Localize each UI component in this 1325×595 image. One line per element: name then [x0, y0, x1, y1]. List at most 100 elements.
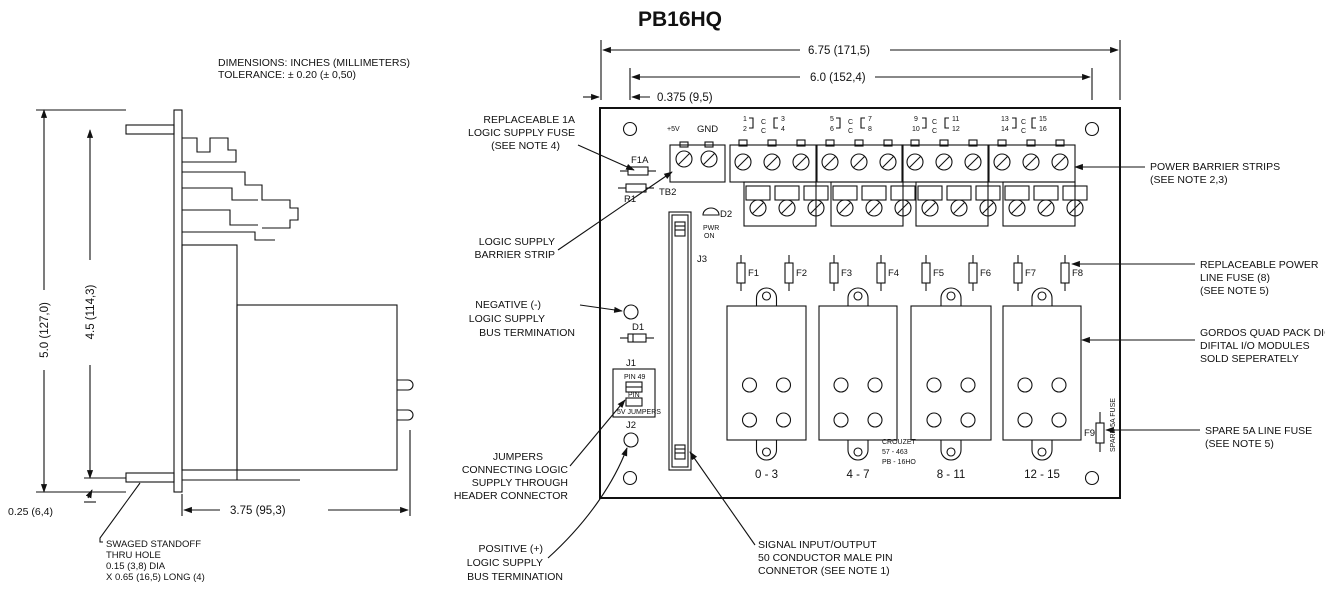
hole-spacing-dimension: 6.0 (152,4)	[810, 72, 866, 84]
power-strip-1	[729, 139, 829, 227]
callout-positive-line-1: POSITIVE (+)	[479, 543, 543, 555]
callout-spare-fuse-line-1: SPARE 5A LINE FUSE	[1205, 425, 1312, 437]
line-fuse-1: F1	[736, 255, 759, 291]
width-dimension: 6.75 (171,5)	[808, 45, 870, 57]
module-terminal	[960, 377, 976, 393]
fuse-label: F6	[980, 268, 991, 279]
module-terminal	[867, 377, 883, 393]
terminal-screw	[964, 153, 982, 171]
spare-fuse-f9	[1095, 412, 1105, 452]
label-spare-fuse-vertical: SPARE 5A FUSE	[1110, 398, 1117, 452]
fuse-label: F7	[1025, 268, 1036, 279]
power-strip-2	[816, 139, 916, 227]
terminal-screw	[850, 153, 868, 171]
svg-text:15: 15	[1039, 116, 1047, 123]
maker-line-1: CROUZET	[882, 439, 917, 446]
power-strip-3	[901, 139, 1001, 227]
line-fuse-6: F6	[968, 255, 991, 291]
svg-text:C: C	[761, 119, 766, 126]
label-j3: J3	[697, 254, 707, 265]
callout-power-barrier-line-1: POWER BARRIER STRIPS	[1150, 161, 1280, 173]
dimension-units-note: DIMENSIONS: INCHES (MILLIMETERS)	[218, 57, 410, 69]
maker-line-2: 57 - 463	[882, 449, 908, 456]
callout-power-barrier-line-2: (SEE NOTE 2,3)	[1150, 174, 1228, 186]
label-5v-jumpers: 5V JUMPERS	[617, 409, 661, 416]
line-fuse-4: F4	[876, 255, 899, 291]
callout-jumpers-line-4: HEADER CONNECTOR	[454, 490, 569, 502]
terminal-screw	[879, 153, 897, 171]
line-fuse-3: F3	[829, 255, 852, 291]
standoff-callout-line-4: X 0.65 (16,5) LONG (4)	[106, 572, 205, 583]
module-range-label: 12 - 15	[1024, 469, 1060, 481]
resistor-r1	[618, 183, 654, 193]
label-f1a: F1A	[631, 155, 649, 166]
callout-jumpers-line-2: CONNECTING LOGIC	[462, 464, 569, 476]
logic-barrier-strip	[669, 141, 726, 183]
label-plus5v: +5V	[667, 126, 680, 133]
io-module-3: 8 - 11	[910, 287, 992, 481]
jumper-block-j1	[612, 368, 656, 418]
callout-logic-barrier-line-1: LOGIC SUPPLY	[479, 236, 555, 248]
board-outline	[599, 107, 1121, 499]
label-j2: J2	[626, 420, 636, 431]
callout-line-fuse-line-1: REPLACEABLE POWER	[1200, 259, 1319, 271]
svg-text:C: C	[1021, 119, 1026, 126]
height-dimension: 5.0 (127,0)	[39, 302, 51, 358]
terminal-screw	[821, 153, 839, 171]
terminal-screw	[1066, 199, 1084, 217]
terminal-screw	[1008, 199, 1026, 217]
module-terminal	[926, 412, 942, 428]
callout-jumpers-line-3: SUPPLY THROUGH	[472, 477, 568, 489]
callout-line-fuse-line-2: LINE FUSE (8)	[1200, 272, 1270, 284]
maker-line-3: PB - 16HO	[882, 459, 916, 466]
label-d1: D1	[632, 322, 644, 333]
module-terminal	[1051, 377, 1067, 393]
standoff-callout-line-3: 0.15 (3,8) DIA	[106, 561, 166, 572]
module-terminal	[775, 412, 792, 428]
module-terminal	[833, 377, 849, 393]
label-gnd: GND	[697, 124, 718, 135]
side-view-module	[236, 304, 398, 471]
svg-text:C: C	[848, 119, 853, 126]
standoff-bottom	[125, 472, 175, 483]
label-tb2: TB2	[659, 187, 676, 198]
module-range-label: 0 - 3	[755, 469, 778, 481]
svg-text:C: C	[848, 128, 853, 135]
module-terminal	[741, 412, 758, 428]
callout-fuse-line-2: LOGIC SUPPLY FUSE	[468, 127, 575, 139]
callout-negative-line-1: NEGATIVE (-)	[475, 299, 541, 311]
svg-text:3: 3	[781, 116, 785, 123]
diode-d1	[620, 333, 654, 343]
callout-positive-line-3: BUS TERMINATION	[467, 571, 563, 583]
callout-logic-barrier-line-2: BARRIER STRIP	[474, 249, 555, 261]
positive-bus-terminal	[623, 432, 639, 448]
terminal-screw	[836, 199, 854, 217]
svg-text:16: 16	[1039, 126, 1047, 133]
terminal-screw	[1037, 199, 1055, 217]
svg-text:4: 4	[781, 126, 785, 133]
terminal-screw	[1051, 153, 1069, 171]
fuse-f1a	[620, 166, 656, 176]
terminal-screw	[979, 199, 997, 217]
svg-text:12: 12	[952, 126, 960, 133]
fuse-label: F3	[841, 268, 852, 279]
side-view: 5.0 (127,0) 4.5 (114,3) 0.25 (6,4) 3.75 …	[8, 109, 414, 543]
drawing-title: PB16HQ	[638, 8, 722, 31]
callout-fuse-line-1: REPLACEABLE 1A	[483, 114, 575, 126]
callout-signal-line-3: CONNETOR (SEE NOTE 1)	[758, 565, 890, 577]
terminal-screw	[749, 199, 767, 217]
callout-line-fuse-line-3: (SEE NOTE 5)	[1200, 285, 1269, 297]
module-terminal	[741, 377, 758, 393]
line-fuse-8: F8	[1060, 255, 1083, 291]
terminal-screw	[807, 199, 825, 217]
standoff-offset-dimension: 0.25 (6,4)	[8, 506, 53, 518]
terminal-labels: 1 2 C C 3 4 5 6 C C 7 8 9 10 C C 11 12 1…	[743, 116, 1047, 135]
module-terminal	[833, 412, 849, 428]
label-pin49: PIN 49	[624, 374, 646, 381]
terminal-screw	[734, 153, 752, 171]
line-fuse-5: F5	[921, 255, 944, 291]
io-module-4: 12 - 15	[1002, 287, 1082, 481]
module-range-label: 4 - 7	[846, 469, 869, 481]
